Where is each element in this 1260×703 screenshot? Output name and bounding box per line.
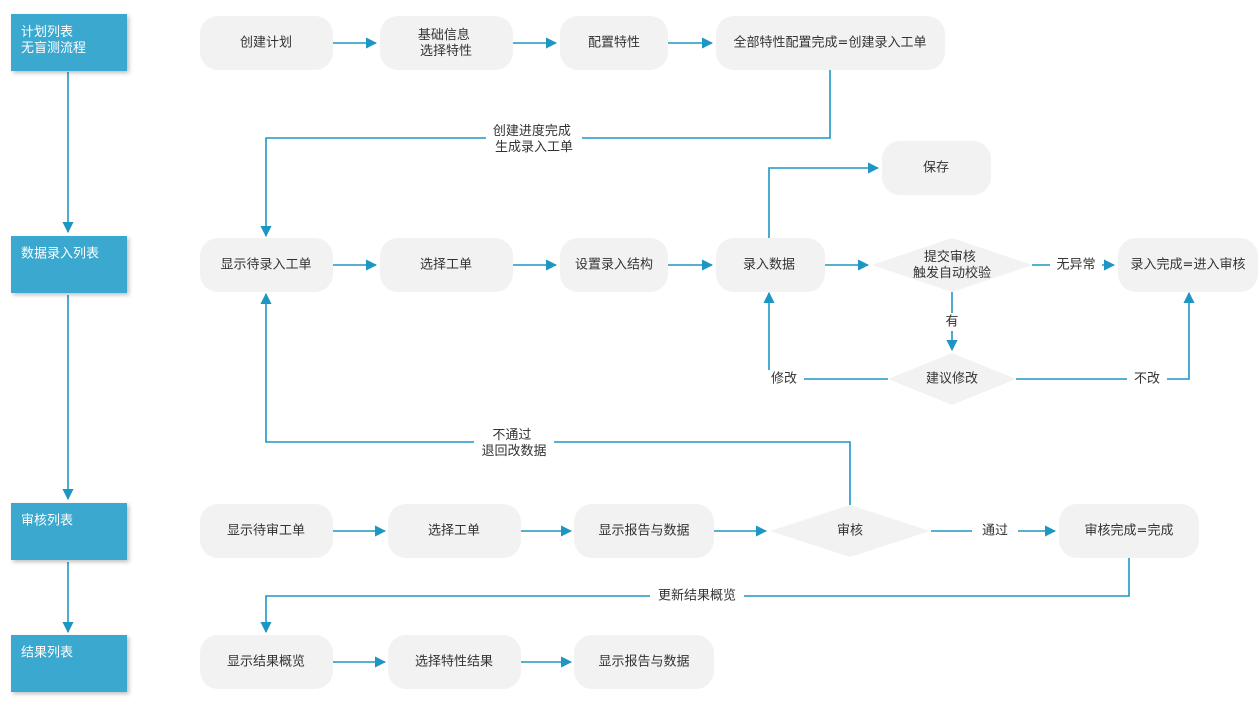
- node-show-overview: [200, 635, 333, 689]
- node-select-feature-result-label: 选择特性结果: [415, 655, 493, 670]
- arrow-enter-to-save: [768, 162, 880, 238]
- label-update-overview: 更新结果概览: [658, 588, 736, 604]
- node-config-done-label: 全部特性配置完成=创建录入工单: [734, 35, 927, 51]
- lane-plan-title: 计划列表 无盲测流程: [21, 25, 86, 56]
- node-select-order-1: [380, 238, 513, 292]
- node-set-structure: [560, 238, 668, 292]
- node-save-label: 保存: [923, 161, 949, 176]
- decision-submit-audit: [872, 238, 1032, 292]
- node-select-feature-result: [388, 635, 521, 689]
- node-select-order-2: [388, 504, 521, 558]
- lane-entry-title: 数据录入列表: [21, 247, 99, 262]
- node-show-report-2: [574, 635, 714, 689]
- node-set-structure-label: 设置录入结构: [575, 258, 653, 273]
- node-save: [882, 141, 991, 195]
- node-audit-done: [1059, 504, 1199, 558]
- node-show-overview-label: 显示结果概览: [227, 654, 305, 670]
- node-config-done: [716, 16, 945, 70]
- node-entry-done: [1118, 238, 1258, 292]
- lane-plan: [11, 14, 127, 71]
- arrow-audit-reject-to-entry: [260, 292, 851, 505]
- node-select-order-1-label: 选择工单: [420, 258, 472, 273]
- node-audit-done-label: 审核完成=完成: [1085, 524, 1174, 539]
- node-enter-data: [716, 238, 825, 292]
- node-basic-info-label: 基础信息 选择特性: [418, 27, 474, 59]
- node-show-pending-entry: [200, 238, 333, 292]
- lane-audit-title: 审核列表: [21, 514, 73, 529]
- arrow-suggest-to-done: [1016, 291, 1195, 380]
- label-not-pass: 不通过 退回改数据: [481, 428, 546, 459]
- lane-result: [11, 635, 127, 692]
- node-enter-data-label: 录入数据: [743, 258, 795, 273]
- node-show-report-1-label: 显示报告与数据: [598, 524, 689, 539]
- lane-result-title: 结果列表: [21, 646, 73, 661]
- lane-audit: [11, 503, 127, 560]
- node-config-feature-label: 配置特性: [588, 36, 640, 51]
- decision-suggest-modify: [888, 353, 1016, 405]
- decision-suggest-modify-label: 建议修改: [926, 372, 978, 387]
- decision-submit-audit-label: 提交审核 触发自动校验: [913, 249, 991, 281]
- lane-entry: [11, 236, 127, 293]
- label-pass: 通过: [982, 524, 1008, 539]
- node-show-report-2-label: 显示报告与数据: [598, 655, 689, 670]
- node-create-plan: [200, 16, 333, 70]
- node-show-report-1: [574, 504, 714, 558]
- node-select-order-2-label: 选择工单: [428, 524, 480, 539]
- decision-audit-label: 审核: [837, 524, 863, 539]
- label-no-exception: 无异常: [1056, 258, 1095, 273]
- label-no-change: 不改: [1134, 372, 1160, 387]
- decision-audit: [770, 505, 930, 557]
- node-entry-done-label: 录入完成=进入审核: [1131, 258, 1246, 273]
- label-modify: 修改: [771, 372, 797, 387]
- node-create-plan-label: 创建计划: [240, 36, 292, 51]
- node-config-feature: [560, 16, 668, 70]
- node-show-pending-entry-label: 显示待录入工单: [220, 258, 311, 273]
- label-progress-done: 创建进度完成 生成录入工单: [493, 123, 575, 155]
- node-show-pending-audit-label: 显示待审工单: [227, 524, 305, 539]
- node-basic-info: [380, 16, 513, 70]
- arrow-suggest-to-enter: [763, 291, 888, 380]
- node-show-pending-audit: [200, 504, 333, 558]
- label-has: 有: [945, 315, 958, 330]
